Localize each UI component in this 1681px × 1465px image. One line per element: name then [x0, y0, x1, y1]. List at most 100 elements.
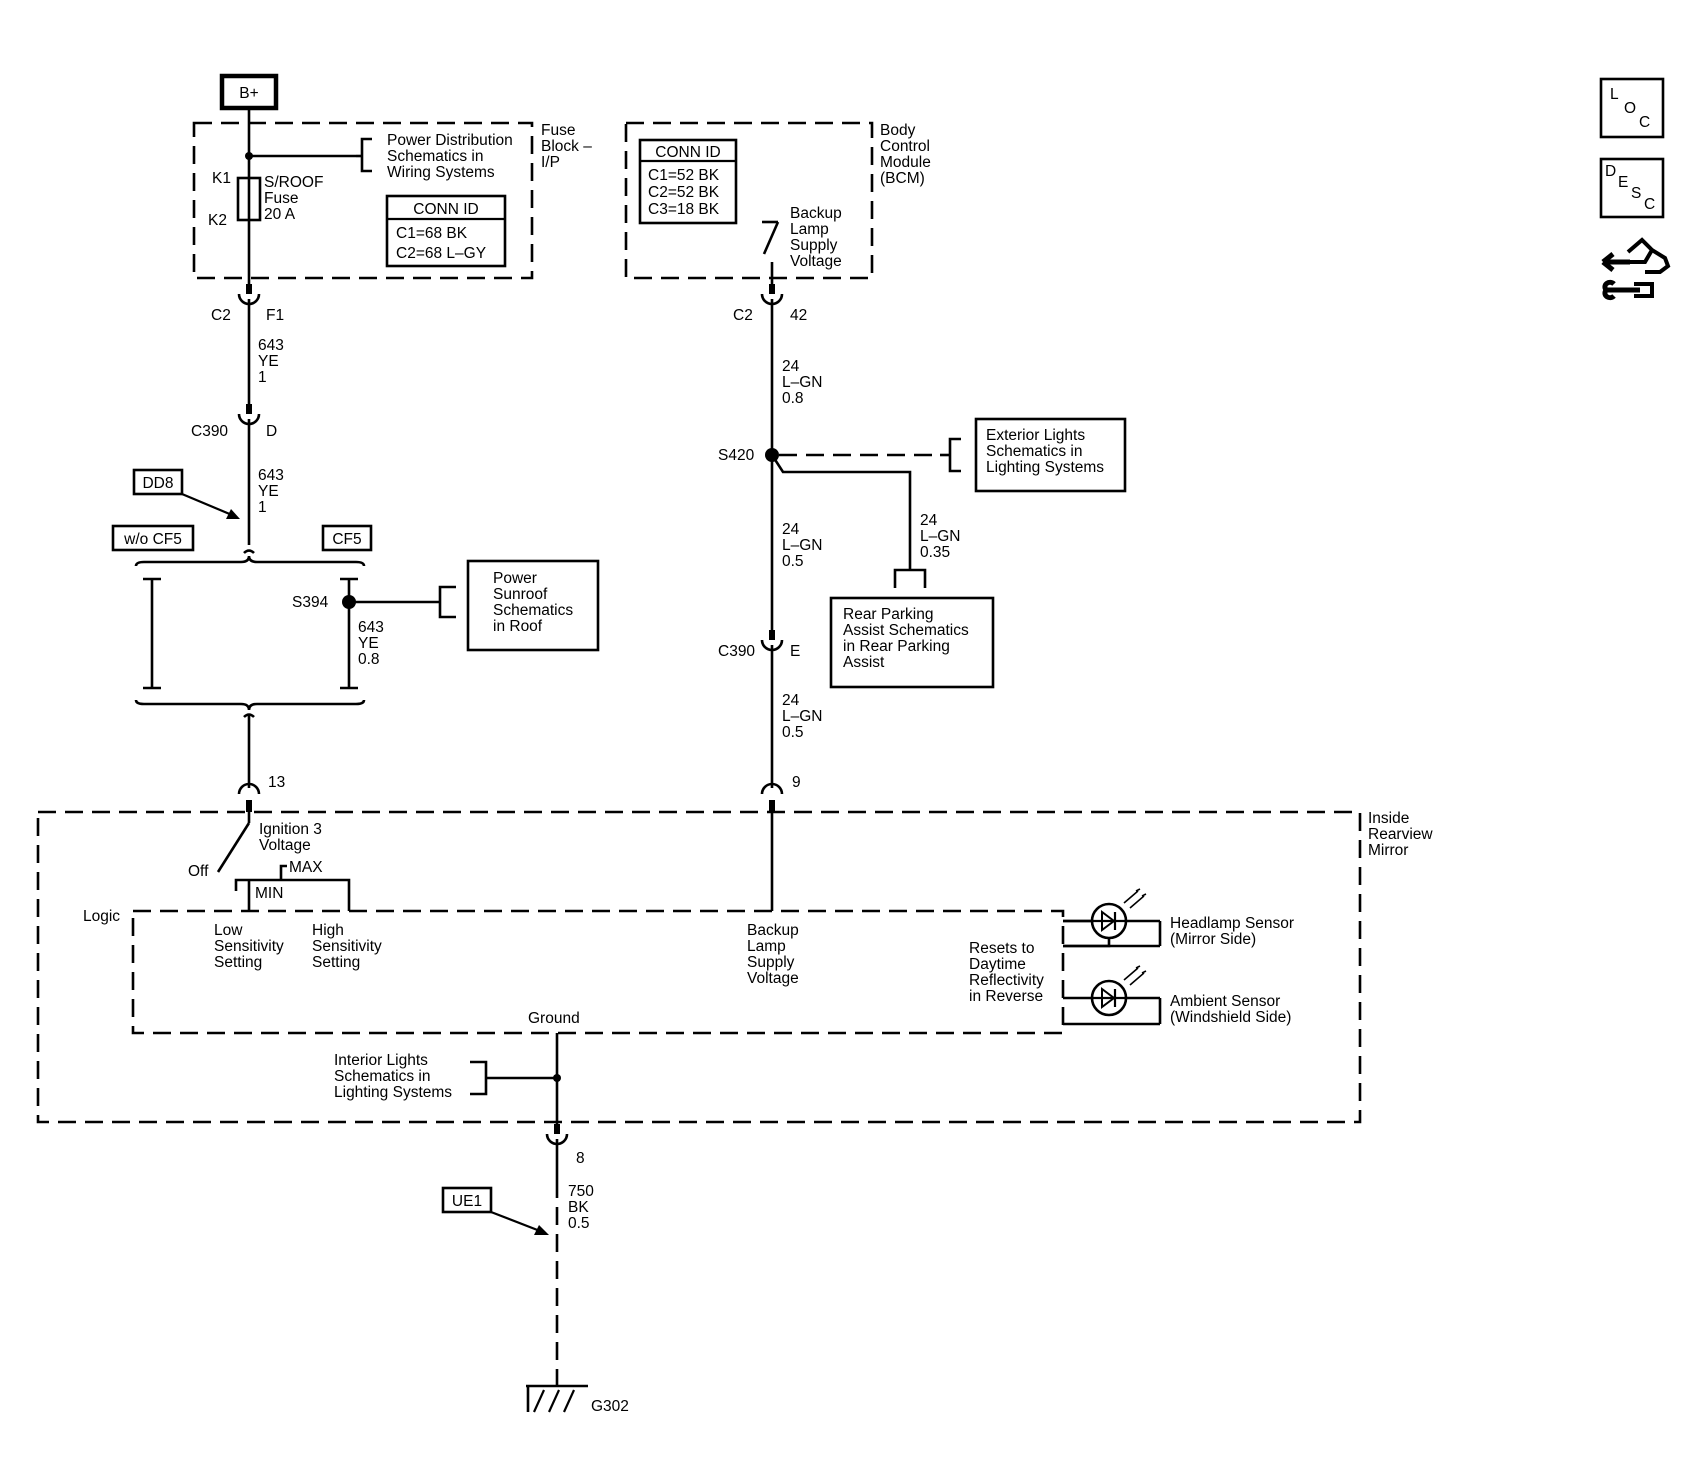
- ground-g302-label: G302: [591, 1398, 629, 1415]
- svg-text:C3=18 BK: C3=18 BK: [648, 201, 720, 218]
- splice-s394-label: S394: [292, 594, 329, 611]
- svg-text:D: D: [1605, 163, 1616, 180]
- inside-rearview-mirror-label: Inside Rearview Mirror: [1368, 810, 1433, 859]
- svg-text:C: C: [1644, 196, 1655, 213]
- svg-text:Mirror: Mirror: [1368, 842, 1408, 859]
- svg-text:w/o CF5: w/o CF5: [123, 531, 182, 548]
- svg-text:24: 24: [782, 358, 800, 375]
- svg-text:Fuse: Fuse: [264, 190, 298, 207]
- svg-text:Reflectivity: Reflectivity: [969, 972, 1044, 989]
- svg-text:Schematics in: Schematics in: [334, 1068, 430, 1085]
- svg-text:24: 24: [920, 512, 938, 529]
- svg-text:Lighting Systems: Lighting Systems: [986, 459, 1104, 476]
- pin-42-label: 42: [790, 307, 807, 324]
- svg-text:24: 24: [782, 692, 800, 709]
- wire-24-lgn-0.35-label: 24 L–GN 0.35: [920, 512, 961, 561]
- power-distribution-reference[interactable]: Power Distribution Schematics in Wiring …: [387, 132, 513, 181]
- option-ue1-tag[interactable]: UE1: [441, 1186, 493, 1214]
- svg-text:643: 643: [258, 337, 284, 354]
- svg-text:S/ROOF: S/ROOF: [264, 174, 323, 191]
- svg-text:CF5: CF5: [332, 531, 361, 548]
- ambient-sensor-label: Ambient Sensor (Windshield Side): [1170, 993, 1291, 1026]
- svg-text:643: 643: [258, 467, 284, 484]
- option-split-brace-bottom: [134, 699, 366, 718]
- desc-icon[interactable]: D E S C: [1599, 157, 1665, 219]
- svg-text:Supply: Supply: [747, 954, 795, 971]
- connector-c390-label: C390: [191, 423, 228, 440]
- svg-text:L: L: [1610, 86, 1619, 103]
- wire-24-lgn-0.5-upper-label: 24 L–GN 0.5: [782, 521, 823, 570]
- svg-text:L–GN: L–GN: [782, 374, 823, 391]
- svg-text:Schematics in: Schematics in: [986, 443, 1082, 460]
- svg-text:in Rear Parking: in Rear Parking: [843, 638, 950, 655]
- svg-text:Fuse: Fuse: [541, 122, 575, 139]
- svg-text:0.5: 0.5: [568, 1215, 590, 1232]
- svg-text:CONN ID: CONN ID: [655, 144, 720, 161]
- option-split-brace-top: [134, 549, 366, 567]
- connector-tool-icon[interactable]: [1601, 237, 1671, 301]
- svg-text:S: S: [1631, 185, 1641, 202]
- svg-text:0.35: 0.35: [920, 544, 950, 561]
- option-cf5-tag[interactable]: CF5: [321, 524, 373, 552]
- svg-text:L–GN: L–GN: [920, 528, 961, 545]
- svg-text:YE: YE: [358, 635, 379, 652]
- svg-text:Assist: Assist: [843, 654, 885, 671]
- svg-text:Sensitivity: Sensitivity: [214, 938, 284, 955]
- svg-text:in Roof: in Roof: [493, 618, 543, 635]
- svg-text:Supply: Supply: [790, 237, 838, 254]
- dd8-arrow: [181, 492, 240, 519]
- inside-rearview-mirror-outline: [36, 810, 1362, 1124]
- svg-text:(BCM): (BCM): [880, 170, 925, 187]
- svg-text:1: 1: [258, 499, 267, 516]
- wire-643-ye-1-upper-label: 643 YE 1: [258, 337, 284, 386]
- connector-c390-label-right: C390: [718, 643, 755, 660]
- rear-parking-assist-reference[interactable]: Rear Parking Assist Schematics in Rear P…: [829, 596, 995, 689]
- svg-text:Sensitivity: Sensitivity: [312, 938, 382, 955]
- connector-pin-8: [545, 1124, 569, 1180]
- svg-text:Resets to: Resets to: [969, 940, 1034, 957]
- svg-text:DD8: DD8: [142, 475, 173, 492]
- svg-text:Headlamp Sensor: Headlamp Sensor: [1170, 915, 1294, 932]
- terminal-k1: K1: [212, 170, 231, 187]
- svg-text:Body: Body: [880, 122, 916, 139]
- interior-lights-reference[interactable]: Interior Lights Schematics in Lighting S…: [334, 1052, 452, 1101]
- svg-text:(Windshield Side): (Windshield Side): [1170, 1009, 1291, 1026]
- loc-icon[interactable]: L O C: [1599, 77, 1665, 139]
- exterior-lights-reference[interactable]: Exterior Lights Schematics in Lighting S…: [974, 417, 1127, 493]
- connector-c390-d: [237, 404, 261, 545]
- svg-text:Ignition 3: Ignition 3: [259, 821, 322, 838]
- power-sunroof-reference[interactable]: Power Sunroof Schematics in Roof: [466, 559, 600, 652]
- pin-9-label: 9: [792, 774, 801, 791]
- svg-text:L–GN: L–GN: [782, 708, 823, 725]
- svg-text:C1=68 BK: C1=68 BK: [396, 225, 468, 242]
- switch-max-label: MAX: [289, 859, 323, 876]
- option-without-cf5-tag[interactable]: w/o CF5: [111, 524, 195, 552]
- svg-text:Ambient Sensor: Ambient Sensor: [1170, 993, 1280, 1010]
- option-dd8-tag[interactable]: DD8: [132, 468, 184, 496]
- svg-text:Inside: Inside: [1368, 810, 1409, 827]
- svg-text:1: 1: [258, 369, 267, 386]
- svg-text:Sunroof: Sunroof: [493, 586, 548, 603]
- svg-text:0.5: 0.5: [782, 724, 804, 741]
- connector-pin-13: [237, 782, 261, 812]
- svg-text:Control: Control: [880, 138, 930, 155]
- splice-s420-label: S420: [718, 447, 755, 464]
- svg-text:Lighting Systems: Lighting Systems: [334, 1084, 452, 1101]
- svg-text:Wiring Systems: Wiring Systems: [387, 164, 495, 181]
- svg-text:I/P: I/P: [541, 154, 560, 171]
- svg-text:Schematics in: Schematics in: [387, 148, 483, 165]
- without-cf5-jumper: [143, 577, 161, 690]
- wire-24-lgn-0.8-label: 24 L–GN 0.8: [782, 358, 823, 407]
- switch-off-label: Off: [188, 863, 209, 880]
- svg-text:0.8: 0.8: [358, 651, 380, 668]
- svg-text:B+: B+: [239, 85, 258, 102]
- svg-text:Voltage: Voltage: [790, 253, 842, 270]
- svg-text:20 A: 20 A: [264, 206, 296, 223]
- logic-block-outline: [131, 909, 1065, 1035]
- connector-c2-42: [760, 284, 784, 630]
- rear-parking-connector: [893, 568, 927, 588]
- svg-text:O: O: [1624, 100, 1636, 117]
- svg-text:Block –: Block –: [541, 138, 592, 155]
- wire-750-bk-0.5-label: 750 BK 0.5: [568, 1183, 594, 1232]
- svg-text:Lamp: Lamp: [790, 221, 829, 238]
